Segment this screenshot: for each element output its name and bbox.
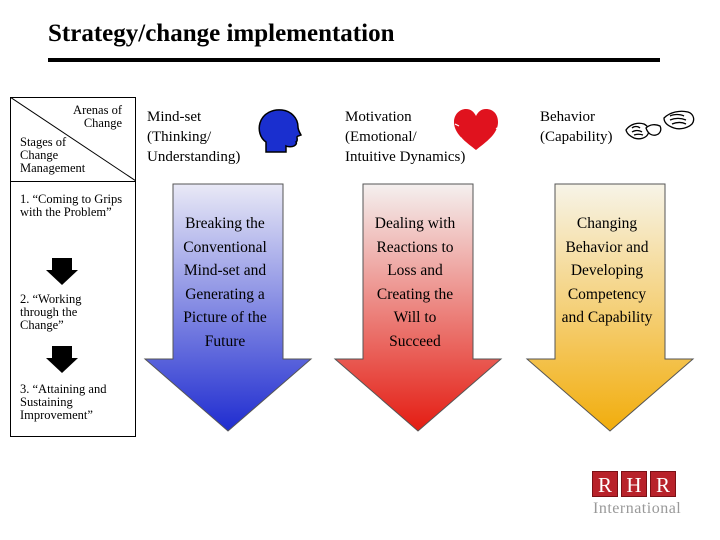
head-silhouette-icon <box>258 109 302 153</box>
arrow-1 <box>143 183 313 432</box>
arrow-2-text-line: Dealing with <box>374 215 456 232</box>
arrow-2-text-line: Loss and <box>387 262 443 279</box>
arrow-1-text-line: Breaking the <box>185 215 265 232</box>
arrow-2-text-line: Succeed <box>389 332 441 350</box>
corner-diagonal <box>10 97 136 181</box>
stage-arrow-1-icon <box>46 258 78 285</box>
logo-subtitle: International <box>593 500 682 517</box>
column-2-heading: Motivation (Emotional/ Intuitive Dynamic… <box>345 107 465 167</box>
stage-1-text: 1. “Coming to Grips with the Problem” <box>20 192 123 219</box>
stage-2-text: 2. “Working through the Change” <box>20 292 82 332</box>
column-3-heading: Behavior (Capability) <box>540 107 612 147</box>
stages-table <box>10 97 136 437</box>
rhr-logo: R H R <box>592 471 676 497</box>
page-title: Strategy/change implementation <box>48 20 395 47</box>
hands-icon <box>625 110 695 140</box>
column-1-heading-line: Understanding) <box>147 149 241 165</box>
arrow-3-text-line: Competency <box>567 285 647 303</box>
title-underline <box>48 58 660 62</box>
arrow-1-text: Breaking the Conventional Mind-set and G… <box>163 212 287 353</box>
arrow-3-text-line: Changing <box>576 215 638 232</box>
heart-icon <box>454 109 500 150</box>
stages-label: Stages of Change Management <box>20 135 86 175</box>
arenas-label: Arenas of Change <box>73 103 122 130</box>
column-2-heading-line: Motivation <box>345 109 412 125</box>
arrow-1-text-line: Picture of the <box>183 309 267 326</box>
arrow-2 <box>333 183 503 432</box>
arrow-3-text-line: Developing <box>570 262 644 279</box>
stage-3-label: 3. “Attaining and Sustaining Improvement… <box>20 383 126 422</box>
arrow-3-text: Changing Behavior and Developing Compete… <box>545 212 669 330</box>
column-1-heading-line: Mind-set <box>147 109 202 125</box>
stage-2-label: 2. “Working through the Change” <box>20 293 120 332</box>
arrow-3-text-line: and Capability <box>561 309 653 326</box>
arrow-2-text-line: Creating the <box>376 285 454 303</box>
arrow-2-text-line: Reactions to <box>376 238 454 256</box>
arrow-2-text: Dealing with Reactions to Loss and Creat… <box>353 212 477 353</box>
arrow-1-text-line: Mind-set and <box>183 262 267 279</box>
arrow-3-text-line: Behavior and <box>565 238 649 256</box>
logo-letter: R <box>592 471 618 497</box>
logo-letter: H <box>621 471 647 497</box>
arrow-3 <box>525 183 695 432</box>
table-divider <box>10 181 136 182</box>
arrow-1-text-line: Conventional <box>183 238 267 256</box>
arrow-1-text-line: Future <box>204 332 246 350</box>
logo-letter: R <box>650 471 676 497</box>
column-3-heading-line: Behavior <box>540 109 595 125</box>
stage-arrow-2-icon <box>46 346 78 373</box>
column-3-heading-line: (Capability) <box>540 129 613 145</box>
arrow-1-text-line: Generating a <box>185 285 265 303</box>
column-2-heading-line: (Emotional/ <box>345 129 417 145</box>
column-1-heading-line: (Thinking/ <box>147 129 212 145</box>
column-1-heading: Mind-set (Thinking/ Understanding) <box>147 107 240 167</box>
column-2-heading-line: Intuitive Dynamics) <box>345 149 466 165</box>
stage-3-text: 3. “Attaining and Sustaining Improvement… <box>20 382 107 422</box>
stage-1-label: 1. “Coming to Grips with the Problem” <box>20 193 124 219</box>
arrow-2-text-line: Will to <box>393 309 437 326</box>
